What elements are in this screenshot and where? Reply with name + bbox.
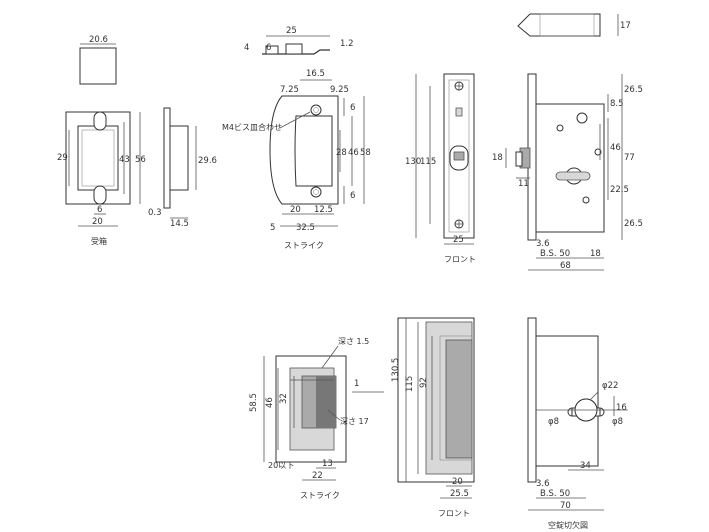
dim-ub-side-h: 29.6 — [198, 156, 217, 166]
dim-st-165: 16.5 — [306, 69, 325, 79]
label-cutout: 空錠切欠図 — [548, 520, 588, 530]
dim-bd-225: 22.5 — [610, 185, 629, 195]
dim-ct-bs50: B.S. 50 — [540, 489, 570, 499]
dim-bd-265a: 26.5 — [624, 85, 643, 95]
dim-ub-h29: 29 — [57, 153, 68, 163]
dim-fr-25: 25 — [453, 235, 464, 245]
label-strike-bottom: ストライク — [300, 491, 340, 500]
label-strike-top: ストライク — [284, 241, 324, 250]
dim-st-20: 20 — [290, 205, 301, 215]
strike-box-view: 20.6 29 43 56 6 20 受箱 29.6 0.3 14.5 — [57, 35, 217, 246]
dim-mf-92: 92 — [419, 377, 429, 388]
dim-ct-34: 34 — [580, 461, 591, 471]
dim-ub-side-145: 14.5 — [170, 219, 189, 229]
dim-ct-70: 70 — [560, 501, 571, 511]
dim-bd-85: 8.5 — [610, 99, 624, 109]
cutout-view: φ22 16 φ8 φ8 34 3.6 B.S. 50 70 空錠切欠図 — [527, 317, 628, 530]
dim-tp-4: 4 — [244, 43, 249, 53]
dim-ms-13: 13 — [322, 459, 333, 469]
front-mortise-view: 130.5 115 92 20 25.5 フロント — [391, 317, 475, 518]
dim-ub-side-03: 0.3 — [148, 208, 162, 218]
dim-bd-46: 46 — [610, 143, 621, 153]
dim-bd-18: 18 — [492, 153, 503, 163]
label-m4-screw: M4ビス皿合わせ — [222, 122, 282, 132]
dim-tp-6: 6 — [266, 43, 271, 53]
label-max-20: 20以下 — [268, 461, 294, 470]
dim-ms-32: 32 — [279, 393, 289, 404]
dim-ub-w-top: 20.6 — [89, 35, 108, 45]
front-plate-view: 130 115 25 フロント — [405, 73, 476, 264]
dim-bd-18b: 18 — [590, 249, 601, 259]
dim-bd-bs50: B.S. 50 — [540, 249, 570, 259]
dim-bd-11: 11 — [518, 179, 529, 189]
dim-st-46: 46 — [348, 148, 359, 158]
strike-mortise-view: 58.5 46 32 深さ 1.5 深さ 17 1 20以下 13 22 ストラ… — [249, 337, 384, 500]
label-depth-17: 深さ 17 — [340, 417, 369, 426]
dim-ms-1: 1 — [354, 379, 359, 389]
dim-ct-phi22: φ22 — [602, 381, 618, 391]
dim-st-325: 32.5 — [296, 223, 315, 233]
dim-st-925: 9.25 — [330, 85, 349, 95]
label-front-bottom: フロント — [438, 509, 470, 518]
dim-ub-w20: 20 — [92, 217, 103, 227]
label-front-top: フロント — [444, 255, 476, 264]
dim-mf-20: 20 — [452, 477, 463, 487]
dim-st-725: 7.25 — [280, 85, 299, 95]
dim-ct-phi8b: φ8 — [612, 417, 623, 427]
strike-plate-view: 16.5 7.25 9.25 M4ビス皿合わせ 6 28 46 58 6 20 … — [222, 69, 371, 250]
strike-top-edge-view: 25 4 6 1.2 — [244, 26, 354, 55]
dim-ub-h56: 56 — [135, 155, 146, 165]
lock-body-view: 17 8.5 26.5 46 77 22.5 26.5 18 11 3.6 B. — [492, 13, 643, 271]
dim-st-5: 5 — [270, 223, 275, 233]
dim-st-6b: 6 — [350, 191, 355, 201]
dim-fr-130: 130 — [405, 157, 421, 167]
dim-st-58: 58 — [360, 148, 371, 158]
dim-mf-255: 25.5 — [450, 489, 469, 499]
dim-st-28: 28 — [336, 148, 347, 158]
dim-ms-46: 46 — [265, 397, 275, 408]
label-ukebako: 受箱 — [91, 236, 107, 246]
dim-tp-12: 1.2 — [340, 39, 354, 49]
dim-ms-585: 58.5 — [249, 393, 259, 412]
dim-mf-115: 115 — [405, 376, 415, 392]
dim-mf-1305: 130.5 — [391, 358, 401, 382]
dim-ub-h43: 43 — [119, 155, 130, 165]
dim-st-125: 12.5 — [314, 205, 333, 215]
dim-bd-17: 17 — [620, 21, 631, 31]
dim-ms-22: 22 — [312, 471, 323, 481]
dim-ct-16: 16 — [616, 403, 627, 413]
dim-bd-265b: 26.5 — [624, 219, 643, 229]
dim-ub-w6: 6 — [97, 205, 102, 215]
label-depth-1-5: 深さ 1.5 — [338, 337, 369, 346]
dim-bd-68: 68 — [560, 261, 571, 271]
dim-bd-36: 3.6 — [536, 239, 550, 249]
dim-fr-115: 115 — [420, 157, 436, 167]
dim-st-6a: 6 — [350, 103, 355, 113]
dim-ct-phi8a: φ8 — [548, 417, 559, 427]
dim-tp-25: 25 — [286, 26, 297, 36]
dim-ct-36: 3.6 — [536, 479, 550, 489]
dim-bd-77: 77 — [624, 153, 635, 163]
